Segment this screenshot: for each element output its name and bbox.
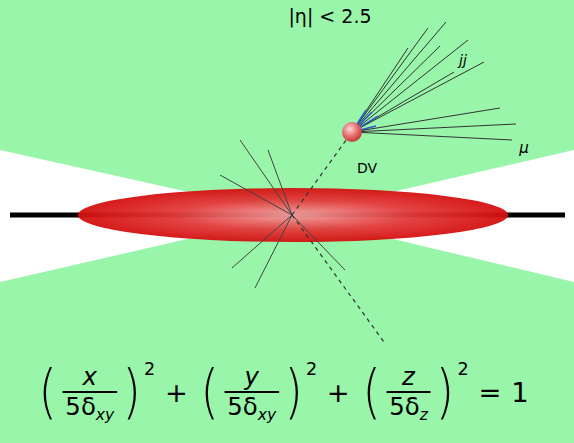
jet-tracks <box>352 22 484 132</box>
subscript: xy <box>96 405 114 424</box>
parenthesis: ( <box>39 363 57 422</box>
denominator-base: 5δ <box>65 393 95 421</box>
parenthesis: ) <box>284 363 302 422</box>
subscript: z <box>420 405 428 424</box>
denominator-base: 5δ <box>227 393 257 421</box>
displacement-line <box>292 132 384 342</box>
prompt-tracks <box>220 140 345 288</box>
muon-label: μ <box>519 141 529 156</box>
numerator: y <box>241 363 263 390</box>
numerator: z <box>398 363 419 390</box>
plus-sign: + <box>327 376 350 408</box>
fraction: x 5δxy <box>62 363 117 420</box>
luminous-region <box>78 188 508 242</box>
numerator: x <box>79 363 101 390</box>
parenthesis: ( <box>201 363 219 422</box>
fraction: y 5δxy <box>224 363 279 420</box>
denominator: 5δxy <box>224 394 279 421</box>
parenthesis: ( <box>363 363 381 422</box>
plus-sign: + <box>165 376 188 408</box>
muon-tracks <box>352 108 516 140</box>
denominator-base: 5δ <box>389 393 419 421</box>
parenthesis: ) <box>122 363 140 422</box>
fraction-bar <box>62 391 117 393</box>
fraction-bar <box>224 391 279 393</box>
displaced-vertex <box>342 122 362 142</box>
exponent: 2 <box>144 359 155 379</box>
subscript: xy <box>258 405 276 424</box>
denominator: 5δz <box>386 394 431 421</box>
fraction: z 5δz <box>386 363 431 420</box>
parenthesis: ) <box>436 363 454 422</box>
exponent: 2 <box>458 359 469 379</box>
constant: 1 <box>511 376 528 408</box>
equals-sign: = <box>478 376 501 408</box>
equation: (x5δxy)2+(y5δxy)2+(z5δz)2=1 <box>7 353 567 431</box>
exponent: 2 <box>306 359 317 379</box>
acceptance-label: |η| < 2.5 <box>288 7 371 26</box>
denominator: 5δxy <box>62 394 117 421</box>
jet-label: jj <box>459 53 467 67</box>
vertex-label: DV <box>357 161 377 175</box>
fraction-bar <box>386 391 431 393</box>
